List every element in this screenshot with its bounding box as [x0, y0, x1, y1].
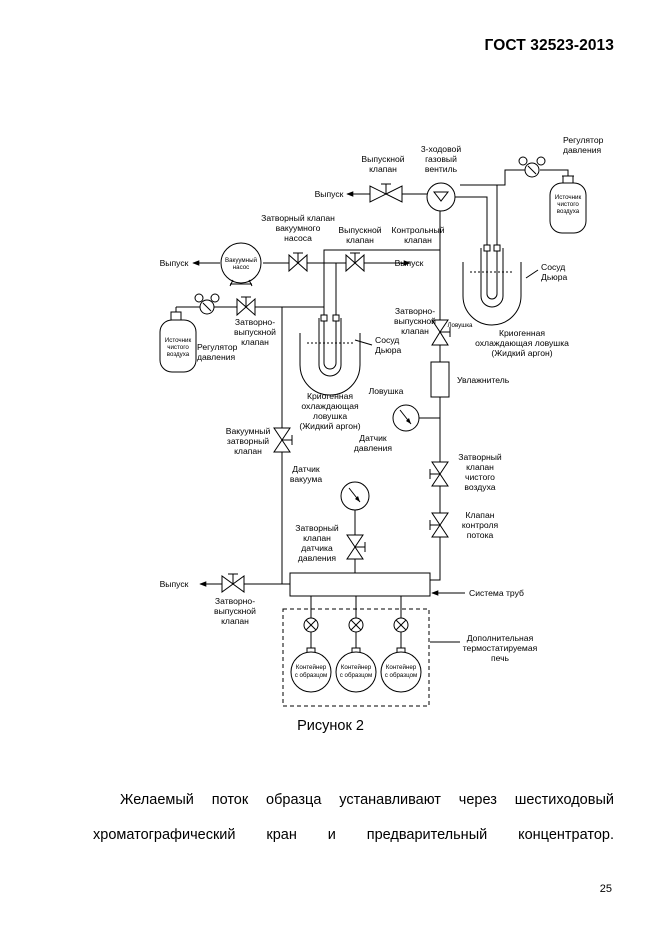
word: Желаемый: [120, 792, 194, 808]
manifold: [289, 572, 431, 597]
shutoff-exhaust-valve-bottom: [221, 573, 245, 593]
pressure-sensor: [392, 404, 420, 432]
figure-caption: Рисунок 2: [297, 718, 364, 734]
diagram-label: Система труб: [469, 588, 524, 598]
word: предварительный: [366, 827, 488, 843]
regulator-right: [518, 156, 546, 178]
diagram-label: Ловушка: [369, 386, 404, 396]
word: кран: [266, 827, 297, 843]
diagram-label: Выпуск: [395, 258, 424, 268]
diagram-label: Выпуск: [160, 579, 189, 589]
sample-containers: [290, 647, 422, 693]
vacuum-pump: [220, 242, 262, 287]
dewar-right: [462, 244, 522, 326]
paragraph-line-1: Желаемый поток образца устанавливают чер…: [120, 792, 614, 808]
exhaust-valve-top: [369, 183, 403, 203]
flow-control-valve: [429, 512, 449, 538]
word: шестиходовый: [514, 792, 614, 808]
word: поток: [211, 792, 249, 808]
three-way-valve: [426, 182, 456, 212]
humidifier: [430, 361, 450, 398]
shutoff-exhaust-valve-left: [236, 296, 256, 317]
sensor-shutoff-valve: [346, 534, 366, 560]
container-valves: [303, 617, 409, 633]
word: образца: [266, 792, 322, 808]
air-cylinder-left: [159, 307, 197, 373]
thermostatic-oven: [282, 608, 430, 707]
regulator-left: [194, 293, 220, 315]
paragraph-line-2: хроматографический кран и предварительны…: [93, 827, 614, 843]
vacuum-shutoff-valve: [273, 427, 293, 453]
exhaust-valve-mid: [345, 252, 365, 273]
vacuum-sensor: [340, 481, 370, 511]
standard-header: ГОСТ 32523-2013: [484, 37, 614, 54]
air-shutoff-valve: [429, 461, 449, 487]
diagram-label: Выпуск: [315, 189, 344, 199]
word: устанавливают: [339, 792, 441, 808]
vac-pump-shutoff-valve: [288, 252, 308, 273]
control-valve: [431, 319, 451, 346]
word: и: [327, 827, 336, 843]
word: через: [458, 792, 497, 808]
air-cylinder-right: [549, 175, 587, 234]
page-number: 25: [599, 883, 612, 895]
diagram-label: Увлажнитель: [457, 375, 510, 385]
word: концентратор.: [518, 827, 614, 843]
diagram-label: Ловушка: [448, 322, 474, 329]
word: хроматографический: [93, 827, 236, 843]
diagram-label: Выпуск: [160, 258, 189, 268]
dewar-left: [299, 314, 361, 396]
